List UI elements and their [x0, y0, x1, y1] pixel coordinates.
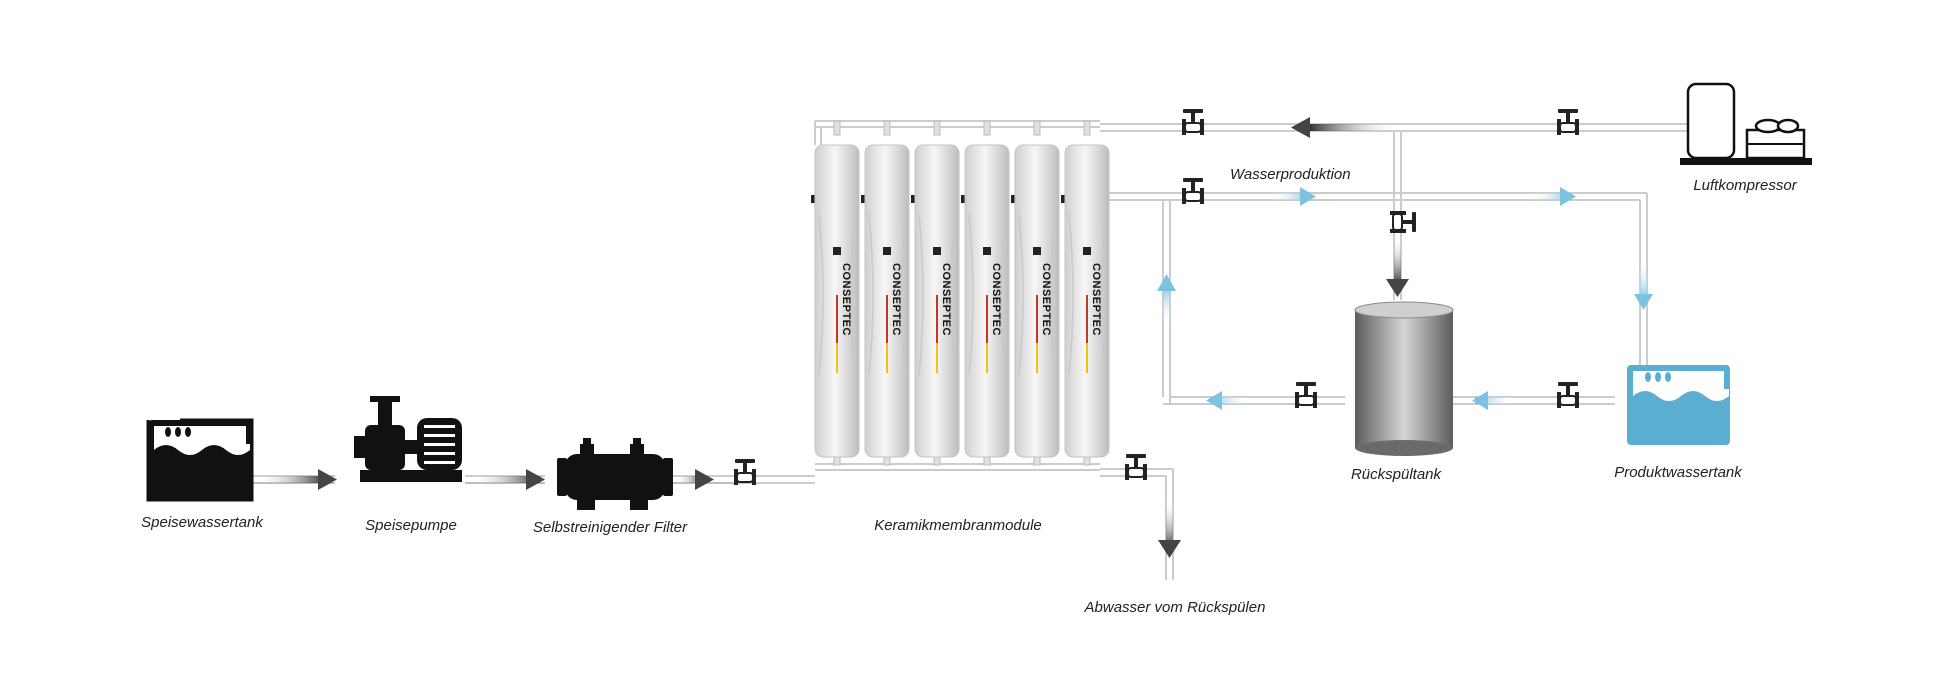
membrane-module: CONSEPTEC [911, 120, 960, 466]
label-feed-pump: Speisepumpe [365, 517, 457, 534]
label-ceramic-modules: Keramikmembranmodule [874, 517, 1042, 534]
ceramic-membrane-modules: CONSEPTEC CONSEPTEC CONSEPTEC CONSEPTEC CONS… [811, 120, 1110, 466]
module-brand-label: CONSEPTEC [990, 263, 1002, 336]
label-filter: Selbstreinigender Filter [533, 519, 688, 536]
valve-icon [733, 458, 757, 486]
valve-icon [1389, 210, 1417, 234]
label-backwash-tank: Rückspültank [1351, 466, 1443, 483]
membrane-module: CONSEPTEC [961, 120, 1010, 466]
label-backwash-waste: Abwasser vom Rückspülen [1084, 599, 1266, 616]
flow-arrows-feed [255, 117, 1409, 558]
valve-icon [1181, 177, 1205, 205]
valve-icon [1294, 381, 1318, 409]
module-brand-label: CONSEPTEC [1090, 263, 1102, 336]
membrane-module: CONSEPTEC [1011, 120, 1060, 466]
module-brand-label: CONSEPTEC [890, 263, 902, 336]
module-brand-label: CONSEPTEC [940, 263, 952, 336]
filter-icon [557, 438, 673, 510]
air-compressor-icon [1680, 82, 1812, 165]
membrane-module: CONSEPTEC [811, 120, 860, 466]
module-brand-label: CONSEPTEC [840, 263, 852, 336]
valve-icon [1124, 453, 1148, 481]
valve-icon [1556, 381, 1580, 409]
feed-tank-icon [146, 418, 254, 502]
valve-icon [1181, 108, 1205, 136]
valve-icon [1556, 108, 1580, 136]
label-product-tank: Produktwassertank [1614, 464, 1743, 481]
backwash-tank-icon [1354, 301, 1454, 456]
label-water-production: Wasserproduktion [1230, 166, 1351, 183]
product-tank-icon [1627, 365, 1730, 445]
feed-pump-icon [354, 396, 462, 482]
flow-arrows-clean [1157, 187, 1653, 410]
module-brand-label: CONSEPTEC [1040, 263, 1052, 336]
membrane-module: CONSEPTEC [861, 120, 910, 466]
label-air-compressor: Luftkompressor [1693, 177, 1797, 194]
membrane-module: CONSEPTEC [1061, 120, 1110, 466]
label-feed-tank: Speisewassertank [141, 514, 264, 531]
